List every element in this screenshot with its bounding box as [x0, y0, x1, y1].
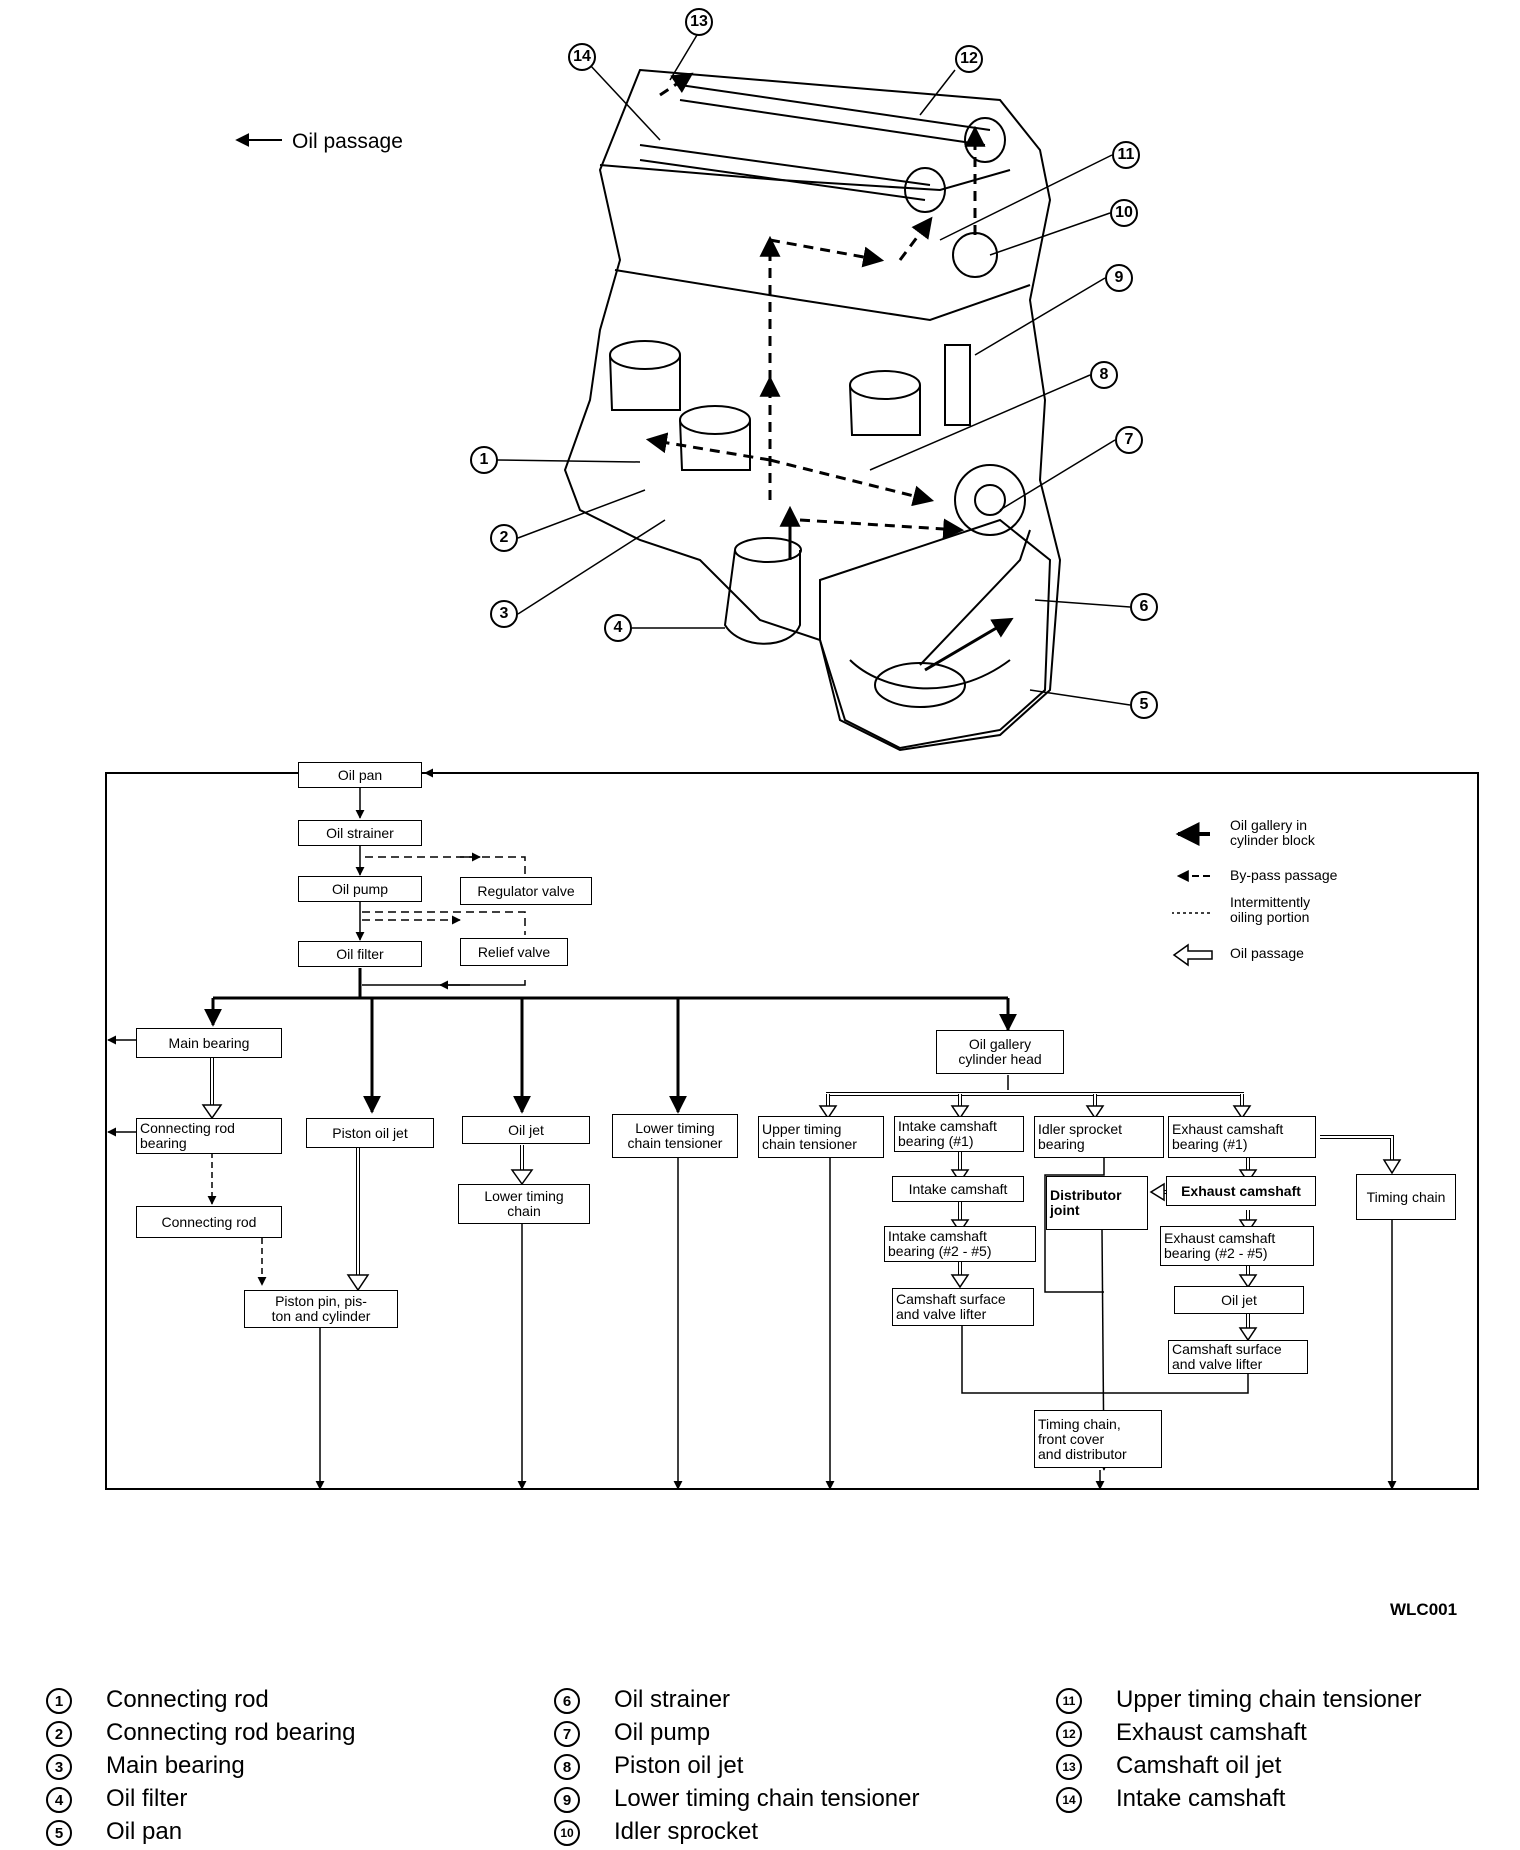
legend-oil-gallery-text: Oil gallery in cylinder block [1230, 817, 1315, 848]
box-oil-jet: Oil jet [462, 1116, 590, 1144]
callout-12: 12 [955, 45, 983, 73]
callout-3: 3 [490, 600, 518, 628]
box-intake-camshaft-bearing-2-5: Intake camshaft bearing (#2 - #5) [884, 1226, 1036, 1262]
callout-14: 14 [568, 43, 596, 71]
box-oil-pump: Oil pump [298, 876, 422, 902]
callout-5: 5 [1130, 691, 1158, 719]
box-oil-strainer: Oil strainer [298, 820, 422, 846]
box-exhaust-camshaft: Exhaust camshaft [1166, 1176, 1316, 1206]
callout-8: 8 [1090, 361, 1118, 389]
key-num-6: 6 [554, 1688, 580, 1714]
callout-13: 13 [685, 8, 713, 36]
oil-passage-label: Oil passage [292, 130, 403, 153]
callout-9: 9 [1105, 264, 1133, 292]
key-label-6: Oil strainer [614, 1686, 731, 1713]
key-num-8: 8 [554, 1754, 580, 1780]
oil-pan-outline [819, 518, 1052, 750]
oil-filter-drawing [723, 549, 801, 645]
key-num-1: 1 [46, 1688, 72, 1714]
legend-bypass-text: By-pass passage [1230, 867, 1338, 883]
box-timing-chain: Timing chain [1356, 1174, 1456, 1220]
box-lower-timing-chain: Lower timing chain [458, 1184, 590, 1224]
key-label-4: Oil filter [106, 1785, 188, 1812]
key-num-14: 14 [1056, 1787, 1082, 1813]
key-num-11: 11 [1056, 1688, 1082, 1714]
key-label-3: Main bearing [106, 1752, 245, 1779]
box-main-bearing: Main bearing [136, 1028, 282, 1058]
legend-intermittent-text: Intermittently oiling portion [1230, 894, 1311, 925]
box-timing-chain-front-cover: Timing chain, front cover and distributo… [1034, 1410, 1162, 1468]
box-connecting-rod: Connecting rod [136, 1206, 282, 1238]
key-num-12: 12 [1056, 1721, 1082, 1747]
key-num-4: 4 [46, 1787, 72, 1813]
callout-7: 7 [1115, 426, 1143, 454]
box-piston-oil-jet: Piston oil jet [306, 1118, 434, 1148]
callout-10: 10 [1110, 199, 1138, 227]
box-regulator-valve: Regulator valve [460, 877, 592, 905]
callout-1: 1 [470, 446, 498, 474]
callout-2: 2 [490, 524, 518, 552]
key-num-2: 2 [46, 1721, 72, 1747]
intake-camshaft-drawing [639, 144, 931, 186]
key-label-14: Intake camshaft [1116, 1785, 1286, 1812]
box-lower-timing-chain-tensioner: Lower timing chain tensioner [612, 1114, 738, 1158]
box-oil-pan: Oil pan [298, 762, 422, 788]
box-camshaft-surface-exhaust: Camshaft surface and valve lifter [1168, 1340, 1308, 1374]
key-label-9: Lower timing chain tensioner [614, 1785, 920, 1812]
legend-oil-passage-symbol [1172, 943, 1213, 967]
key-num-13: 13 [1056, 1754, 1082, 1780]
key-num-7: 7 [554, 1721, 580, 1747]
box-exhaust-camshaft-bearing-2-5: Exhaust camshaft bearing (#2 - #5) [1160, 1226, 1314, 1266]
engine-block-outline [563, 68, 1062, 752]
box-exhaust-camshaft-bearing-1: Exhaust camshaft bearing (#1) [1168, 1116, 1316, 1158]
box-connecting-rod-bearing: Connecting rod bearing [136, 1118, 282, 1154]
box-idler-sprocket-bearing: Idler sprocket bearing [1034, 1116, 1164, 1158]
key-label-11: Upper timing chain tensioner [1116, 1686, 1422, 1713]
key-label-7: Oil pump [614, 1719, 711, 1746]
box-distributor-joint: Distributor joint [1046, 1176, 1148, 1230]
engine-illustration [235, 29, 1131, 752]
box-piston-pin: Piston pin, pis- ton and cylinder [244, 1290, 398, 1328]
box-oil-jet-exhaust: Oil jet [1174, 1286, 1304, 1314]
box-oil-filter: Oil filter [298, 941, 422, 967]
callout-6: 6 [1130, 593, 1158, 621]
key-label-8: Piston oil jet [614, 1752, 744, 1779]
figure-code: WLC001 [1390, 1600, 1458, 1619]
box-upper-timing-chain-tensioner: Upper timing chain tensioner [758, 1116, 884, 1158]
callout-4: 4 [604, 614, 632, 642]
key-label-12: Exhaust camshaft [1116, 1719, 1307, 1746]
box-intake-camshaft: Intake camshaft [892, 1176, 1024, 1202]
key-num-10: 10 [554, 1820, 580, 1846]
box-camshaft-surface-intake: Camshaft surface and valve lifter [892, 1288, 1034, 1326]
key-label-2: Connecting rod bearing [106, 1719, 356, 1746]
key-num-9: 9 [554, 1787, 580, 1813]
callout-11: 11 [1112, 141, 1140, 169]
key-label-13: Camshaft oil jet [1116, 1752, 1282, 1779]
key-num-3: 3 [46, 1754, 72, 1780]
key-label-5: Oil pan [106, 1818, 183, 1845]
box-oil-gallery-cylinder-head: Oil gallery cylinder head [936, 1030, 1064, 1074]
key-num-5: 5 [46, 1820, 72, 1846]
key-label-1: Connecting rod [106, 1686, 269, 1713]
legend-oil-passage-text: Oil passage [1230, 945, 1304, 961]
key-label-10: Idler sprocket [614, 1818, 759, 1845]
box-intake-camshaft-bearing-1: Intake camshaft bearing (#1) [894, 1116, 1024, 1152]
exhaust-camshaft-drawing [679, 84, 991, 131]
box-relief-valve: Relief valve [460, 938, 568, 966]
